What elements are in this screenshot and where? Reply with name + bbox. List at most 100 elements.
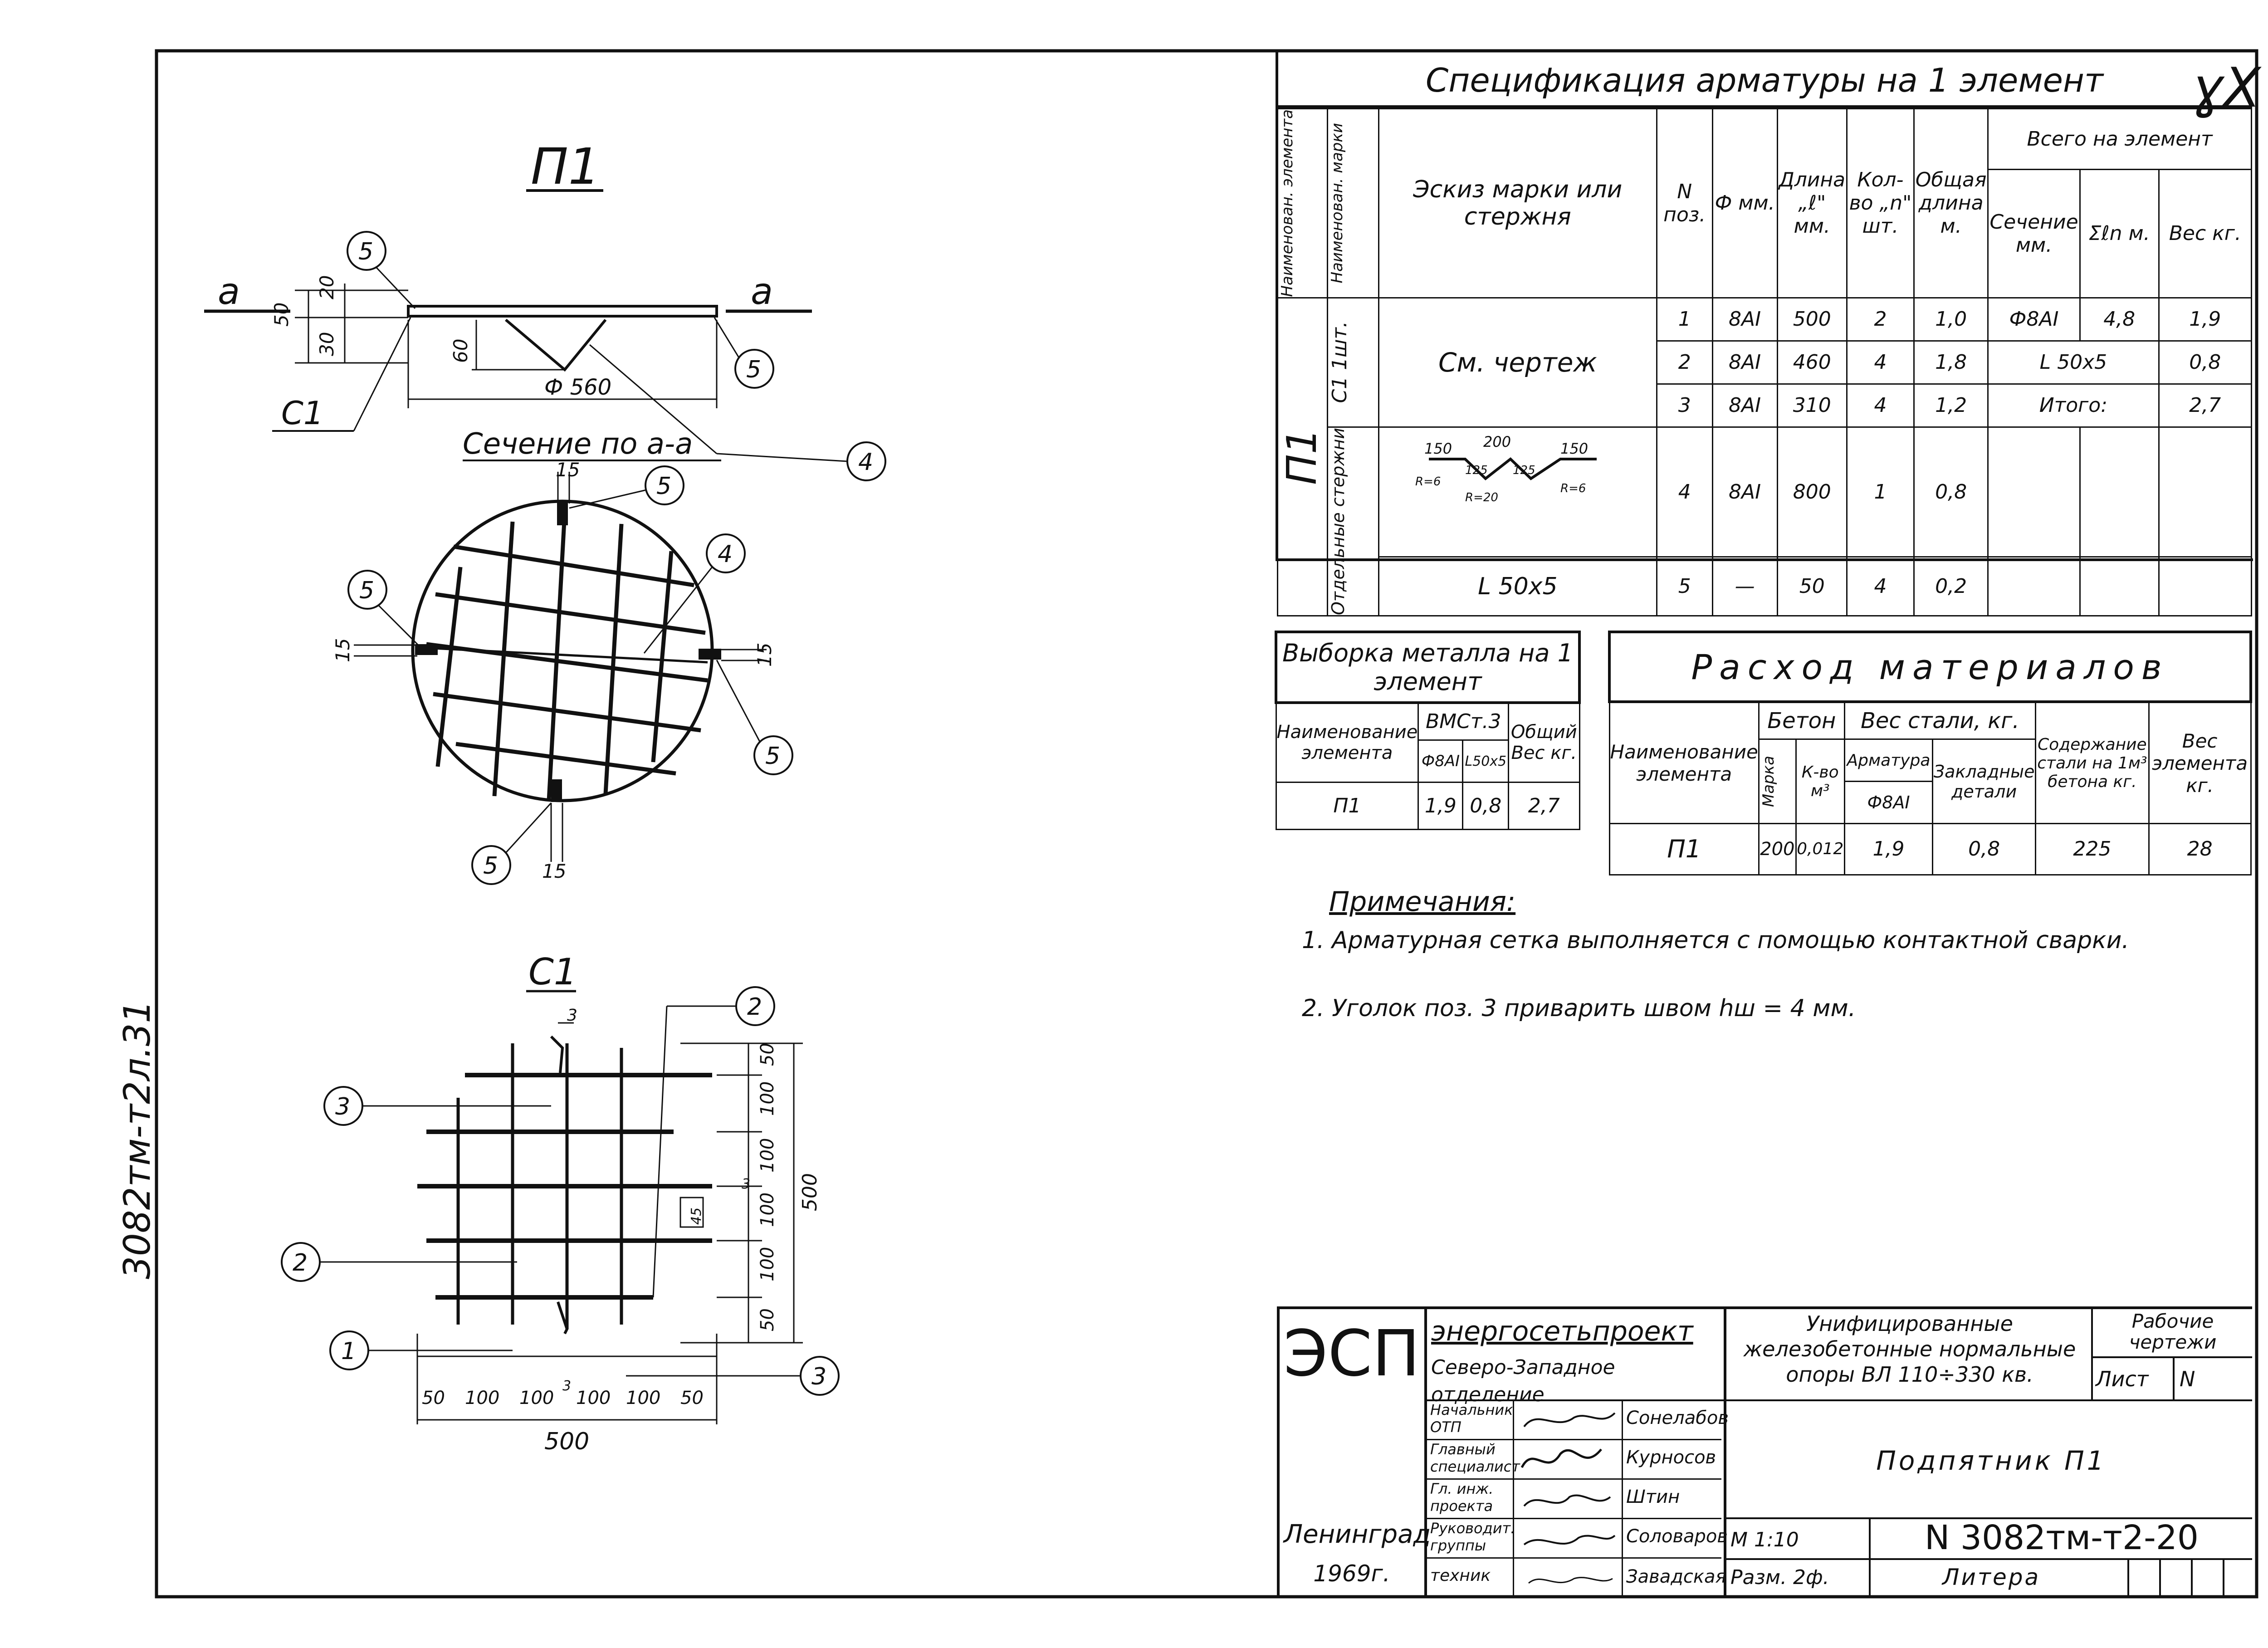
- signatures: [1520, 1412, 1616, 1584]
- spec-title: Спецификация арматуры на 1 элемент: [1277, 55, 2252, 108]
- dim-d560: Ф 560: [544, 375, 611, 400]
- svg-text:2: 2: [747, 993, 762, 1021]
- callout-4-sec: [706, 533, 746, 573]
- svg-text:3: 3: [811, 1363, 826, 1390]
- h-section: Сечение мм.: [1987, 168, 2081, 298]
- svg-text:2: 2: [293, 1249, 308, 1276]
- dim-20: 20: [316, 275, 338, 299]
- stamp-roles: Начальник ОТП Сонелабов Главный специали…: [1427, 1399, 1729, 1597]
- stamp-sheet-value: N: [2180, 1367, 2195, 1391]
- callout-5-elev-a: [347, 231, 386, 271]
- metal-h-total: Общий Вес кг.: [1508, 702, 1580, 783]
- plate-outline: [407, 305, 718, 318]
- cut-label-right: а: [751, 270, 773, 313]
- h-diam: Ф мм.: [1711, 108, 1778, 298]
- svg-text:1: 1: [341, 1338, 356, 1365]
- title-block: [1277, 1306, 2252, 1597]
- spec-mark-sep: Отдельные стержни: [1328, 427, 1349, 615]
- svg-text:50: 50: [757, 1043, 778, 1066]
- notes-title: Примечания:: [1329, 886, 1516, 918]
- svg-text:4: 4: [718, 541, 733, 568]
- metal-h-name: Наименование элемента: [1275, 702, 1419, 783]
- svg-text:5: 5: [656, 473, 671, 500]
- stamp-doc-no: N 3082тм-т2-20: [1925, 1518, 2199, 1557]
- callout-5-sec-right: [753, 735, 793, 775]
- callout-5-elev-b: [734, 349, 774, 389]
- spec-element: П1: [1278, 428, 1326, 485]
- metal-h-group: ВМСт.3: [1418, 702, 1510, 741]
- mesh-bottom-total: 500: [544, 1428, 589, 1455]
- svg-text:100: 100: [757, 1247, 778, 1281]
- svg-text:3: 3: [742, 1176, 750, 1192]
- metal-title: Выборка металла на 1 элемент: [1275, 631, 1581, 704]
- stamp-size: Разм. 2ф.: [1730, 1566, 1829, 1589]
- svg-text:5: 5: [359, 577, 374, 604]
- h-total-len: Общая длина м.: [1913, 108, 1989, 298]
- callout-3-mesh-a: [323, 1086, 363, 1126]
- angle-sketch: L 50x5: [1378, 556, 1657, 616]
- svg-text:5: 5: [746, 356, 761, 383]
- svg-text:100: 100: [626, 1388, 660, 1408]
- note-1: 1. Арматурная сетка выполняется с помощь…: [1302, 927, 2129, 954]
- mesh-vertical-bars: [456, 1043, 623, 1329]
- label-c1: С1: [281, 395, 323, 432]
- stamp-city: Ленинград: [1284, 1520, 1431, 1549]
- dim-60: 60: [450, 339, 472, 363]
- h-length: Длина „ℓ" мм.: [1776, 108, 1848, 298]
- dim-15-top: 15: [556, 459, 580, 481]
- svg-text:100: 100: [757, 1138, 778, 1173]
- h-sum-len: Σℓn м.: [2079, 168, 2160, 298]
- mesh-title: С1: [528, 951, 577, 993]
- stamp-org2: Северо-Западное отделение: [1431, 1356, 1615, 1406]
- svg-text:5: 5: [765, 743, 780, 770]
- svg-text:100: 100: [519, 1388, 554, 1408]
- spec-sketch-text: См. чертеж: [1378, 297, 1657, 428]
- mat-h-steel: Вес стали, кг.: [1843, 701, 2036, 740]
- mesh-view: С1 3 50 100 100: [281, 951, 840, 1455]
- dim-15-bottom: 15: [542, 860, 566, 882]
- mesh-right-total: 500: [798, 1173, 821, 1211]
- h-total-group: Всего на элемент: [1987, 108, 2252, 170]
- stamp-org1: энергосетьпроект: [1431, 1315, 1693, 1347]
- section-rod-4: [424, 646, 708, 664]
- svg-text:45: 45: [689, 1208, 704, 1225]
- svg-text:100: 100: [757, 1193, 778, 1227]
- spec-table: Наименован. элемента Наименован. марки Э…: [1276, 108, 2253, 616]
- h-mark-name: Наименован. марки: [1328, 123, 1347, 284]
- svg-text:100: 100: [757, 1081, 778, 1116]
- h-count: Кол-во „n" шт.: [1846, 108, 1915, 298]
- svg-text:100: 100: [465, 1388, 499, 1408]
- svg-text:50: 50: [680, 1388, 704, 1408]
- materials-table: Расход материалов Наименование элемента …: [1608, 630, 2252, 876]
- part-title: П1: [531, 137, 600, 196]
- mesh-horizontal-bars: [417, 1073, 712, 1300]
- svg-text:100: 100: [576, 1388, 611, 1408]
- svg-text:50: 50: [422, 1388, 445, 1408]
- stamp-stage: Рабочие чертежи: [2129, 1310, 2217, 1353]
- elevation-view: а а 50 20 30 60 Ф 560 С1 5 5 4: [204, 231, 886, 481]
- stamp-logo: ЭСП: [1283, 1317, 1420, 1391]
- cut-label-left: а: [218, 270, 240, 313]
- dim-15-left: 15: [332, 638, 354, 662]
- drawing-id: 3082тм-т2л.31: [116, 1000, 158, 1279]
- callout-5-sec-bottom: [471, 845, 511, 885]
- stamp-litera: Литера: [1942, 1564, 2041, 1590]
- svg-text:50: 50: [757, 1308, 778, 1331]
- angle-bottom: [551, 779, 562, 802]
- angle-top: [557, 503, 568, 525]
- svg-text:3: 3: [562, 1378, 571, 1394]
- dim-30: 30: [316, 332, 338, 356]
- h-element-name: Наименован. элемента: [1278, 109, 1296, 297]
- stamp-sheet-label: Лист: [2096, 1367, 2149, 1391]
- bent-rod-cell: [1378, 426, 1657, 558]
- mat-h-name: Наименование элемента: [1608, 701, 1760, 824]
- dim-15-right: 15: [753, 643, 776, 667]
- dim-50: 50: [270, 303, 293, 327]
- h-weight: Вес кг.: [2158, 168, 2253, 298]
- section-title: Сечение по а-а: [463, 427, 693, 461]
- note-2: 2. Уголок поз. 3 приварить швом hш = 4 м…: [1302, 995, 1856, 1022]
- mat-h-content: Содержание стали на 1м³ бетона кг.: [2034, 701, 2150, 824]
- spec-border-left: [1276, 51, 1278, 561]
- callout-5-sec-top: [645, 465, 684, 505]
- svg-text:5: 5: [358, 238, 373, 265]
